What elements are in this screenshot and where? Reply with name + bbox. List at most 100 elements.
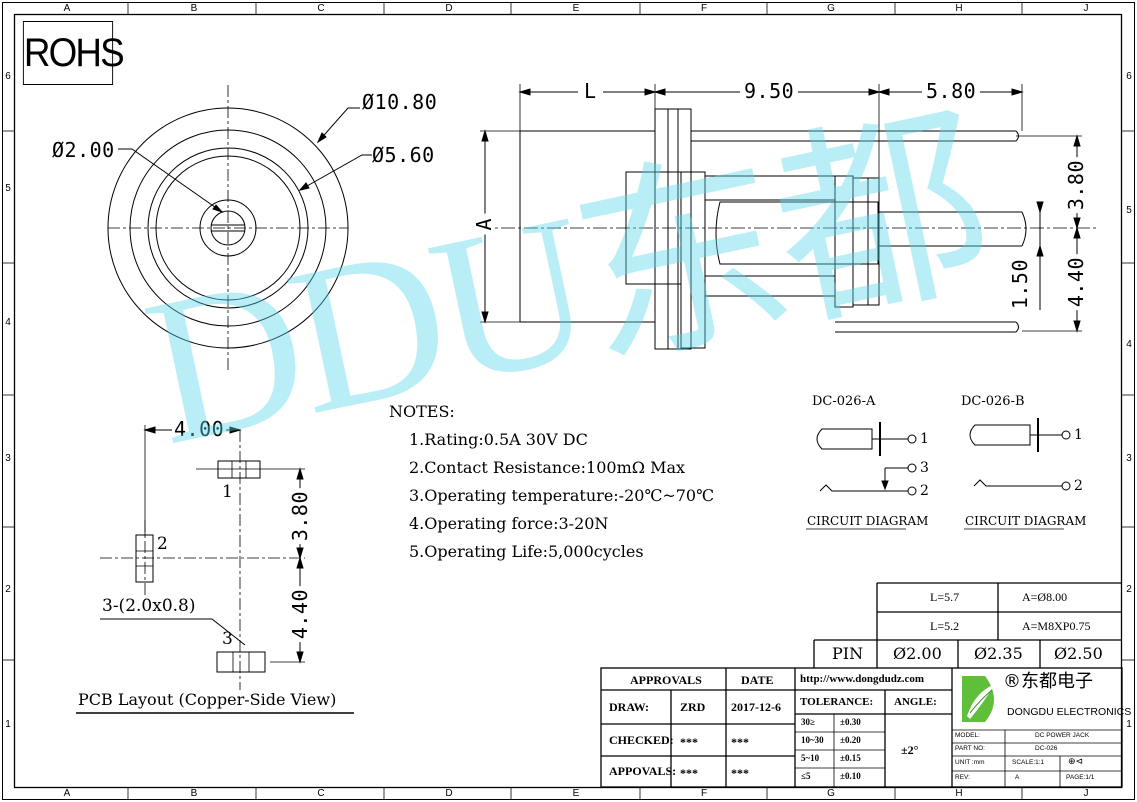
note-item: 5.Operating Life:5,000cycles bbox=[409, 542, 644, 561]
grid-ticks bbox=[3, 3, 1134, 799]
tb-rev-value: A bbox=[1015, 774, 1020, 781]
grid-row-left: 1 bbox=[5, 719, 11, 730]
circuit-diagrams bbox=[806, 418, 1071, 530]
dim-l: L bbox=[578, 81, 603, 101]
tb-tol-value: ±0.15 bbox=[840, 753, 861, 763]
dim-3-80: 3.80 bbox=[1064, 157, 1088, 214]
variant-row1-a: A=Ø8.00 bbox=[1022, 590, 1068, 604]
grid-row-left: 5 bbox=[5, 183, 11, 194]
dim-a: A bbox=[472, 214, 496, 235]
pcb-layout bbox=[76, 425, 354, 714]
dim-dia-pin: Ø2.00 bbox=[52, 138, 115, 162]
grid-col-top: A bbox=[63, 3, 71, 14]
tb-page-label: PAGE:1/1 bbox=[1066, 774, 1095, 781]
grid-col-bottom: A bbox=[63, 788, 71, 799]
tb-tol-value: ±0.30 bbox=[840, 717, 861, 727]
pin-value: Ø2.50 bbox=[1054, 644, 1103, 663]
rohs-badge: ROHS bbox=[22, 21, 125, 85]
grid-row-right: 2 bbox=[1126, 584, 1132, 595]
dongdu-logo-mark bbox=[962, 676, 995, 722]
tb-date: DATE bbox=[741, 673, 774, 687]
grid-col-top: E bbox=[572, 3, 580, 14]
grid-col-bottom: H bbox=[955, 788, 963, 799]
tb-website: http://www.dongdudz.com bbox=[800, 673, 925, 685]
circuit-b-title: DC-026-B bbox=[961, 394, 1025, 409]
tb-tol-range: 10~30 bbox=[801, 735, 824, 745]
pcb-dim-4-40: 4.40 bbox=[288, 586, 312, 643]
circuit-a-pin2: 2 bbox=[920, 483, 929, 499]
title-block-lines bbox=[600, 667, 1123, 788]
grid-row-right: 1 bbox=[1126, 719, 1132, 730]
tb-draw-label: DRAW: bbox=[609, 700, 650, 714]
front-view bbox=[107, 85, 372, 370]
grid-col-bottom: B bbox=[190, 788, 198, 799]
grid-row-right: 3 bbox=[1126, 453, 1132, 464]
pcb-dim-4-00: 4.00 bbox=[172, 417, 227, 441]
grid-col-bottom: G bbox=[827, 788, 835, 799]
inner-border bbox=[13, 13, 1123, 789]
tb-model-label: MODEL: bbox=[955, 732, 980, 739]
pcb-pad-3-label: 3 bbox=[222, 629, 233, 649]
note-item: 4.Operating force:3-20N bbox=[409, 514, 609, 533]
grid-col-top: G bbox=[827, 3, 835, 14]
pin-label: PIN bbox=[832, 644, 864, 663]
tb-checked-label: CHECKED: bbox=[609, 733, 674, 747]
tb-rev-label: REV: bbox=[955, 774, 970, 781]
pin-value: Ø2.00 bbox=[893, 644, 942, 663]
pin-value: Ø2.35 bbox=[974, 644, 1023, 663]
dim-9-50: 9.50 bbox=[740, 81, 799, 101]
grid-row-left: 2 bbox=[5, 584, 11, 595]
note-item: 3.Operating temperature:-20℃~70℃ bbox=[409, 486, 714, 505]
pcb-pad-2-label: 2 bbox=[157, 534, 168, 554]
grid-row-right: 6 bbox=[1126, 71, 1132, 82]
tb-appovals-label: APPOVALS: bbox=[609, 764, 677, 778]
grid-col-top: J bbox=[1083, 3, 1089, 14]
dim-5-80: 5.80 bbox=[922, 81, 981, 101]
circuit-a-pin3: 3 bbox=[920, 460, 929, 476]
tb-draw-date: 2017-12-6 bbox=[731, 700, 781, 714]
grid-row-left: 6 bbox=[5, 71, 11, 82]
tb-checked-name: *** bbox=[680, 735, 698, 749]
circuit-b-pin1: 1 bbox=[1074, 427, 1083, 443]
tb-company-cn: ®东都电子 bbox=[1003, 671, 1093, 692]
grid-col-bottom: C bbox=[317, 788, 325, 799]
pcb-pads-size: 3-(2.0x0.8) bbox=[102, 596, 196, 616]
grid-col-bottom: F bbox=[700, 788, 708, 799]
note-item: 1.Rating:0.5A 30V DC bbox=[409, 430, 588, 449]
circuit-a-title: DC-026-A bbox=[812, 394, 876, 409]
tb-approvals: APPROVALS bbox=[630, 673, 702, 687]
projection-icon: ⊕⊲ bbox=[1068, 756, 1084, 766]
tb-tol-value: ±0.20 bbox=[840, 735, 861, 745]
tb-tol-value: ±0.10 bbox=[840, 771, 861, 781]
grid-row-right: 4 bbox=[1126, 339, 1132, 350]
grid-row-right: 5 bbox=[1126, 205, 1132, 216]
tb-partno-value: DC-026 bbox=[1035, 745, 1058, 752]
tb-angle-value: ±2° bbox=[901, 743, 919, 757]
tb-unit-label: UNIT :mm bbox=[955, 759, 985, 766]
side-view bbox=[478, 84, 1098, 350]
tb-tolerance-label: TOLERANCE: bbox=[800, 696, 874, 708]
tb-partno-label: PART NO: bbox=[955, 745, 985, 752]
grid-col-top: F bbox=[700, 3, 708, 14]
dim-dia-outer: Ø10.80 bbox=[362, 90, 438, 114]
grid-col-bottom: J bbox=[1083, 788, 1089, 799]
grid-row-left: 3 bbox=[5, 453, 11, 464]
note-item: 2.Contact Resistance:100mΩ Max bbox=[409, 458, 686, 477]
dim-4-40: 4.40 bbox=[1064, 254, 1088, 311]
tb-company-en: DONGDU ELECTRONICS bbox=[1007, 706, 1132, 718]
grid-col-bottom: D bbox=[445, 788, 453, 799]
grid-row-left: 4 bbox=[5, 317, 11, 328]
variant-row1-l: L=5.7 bbox=[930, 590, 960, 604]
tb-tol-range: ≤5 bbox=[801, 771, 811, 781]
circuit-a-pin1: 1 bbox=[920, 431, 929, 447]
tb-appovals-date: *** bbox=[731, 766, 749, 780]
tb-tol-range: 5~10 bbox=[801, 753, 820, 763]
variant-table-lines bbox=[813, 582, 1122, 668]
notes-title: NOTES: bbox=[389, 402, 455, 421]
tb-draw-name: ZRD bbox=[680, 700, 706, 714]
pcb-layout-title: PCB Layout (Copper-Side View) bbox=[78, 690, 337, 709]
circuit-b-caption: CIRCUIT DIAGRAM bbox=[965, 514, 1087, 528]
variant-row2-a: A=M8XP0.75 bbox=[1022, 619, 1091, 633]
